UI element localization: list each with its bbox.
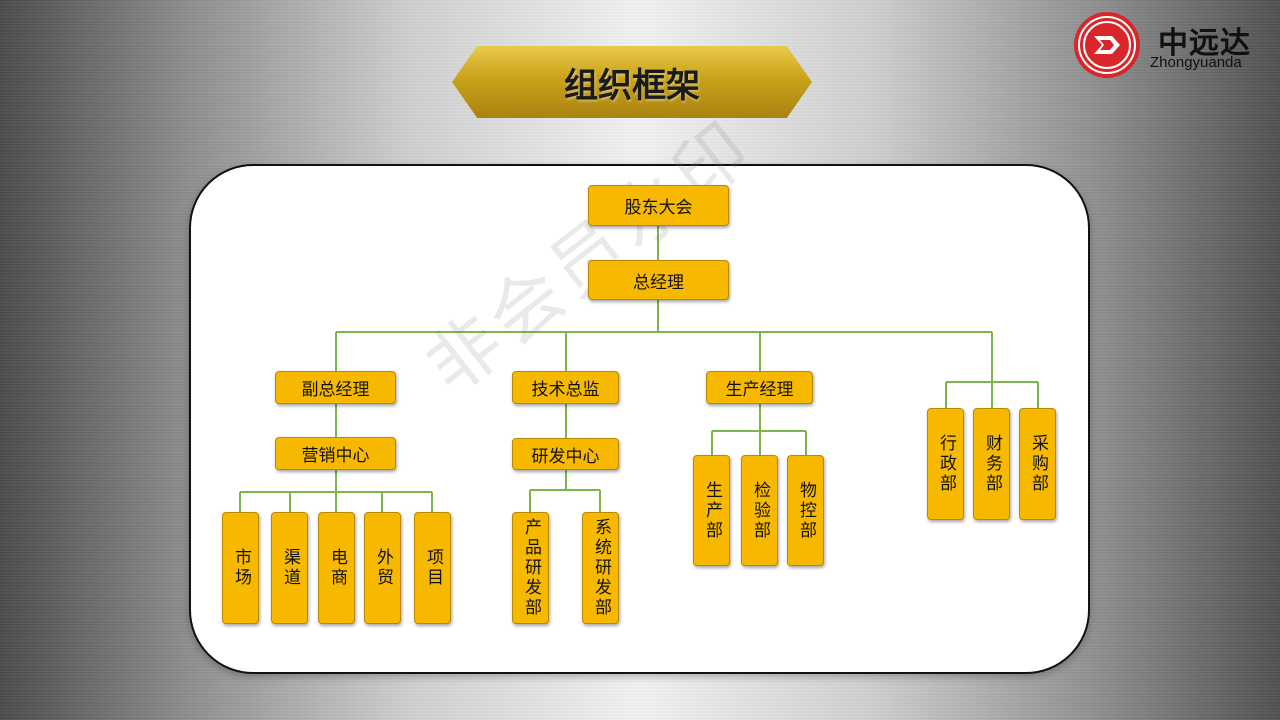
node-vice-general-manager: 副总经理 (275, 371, 396, 404)
node-rd-center: 研发中心 (512, 438, 619, 470)
node-dept-administration: 行政部 (927, 408, 964, 520)
node-dept-inspection: 检验部 (741, 455, 778, 566)
node-dept-material-control: 物控部 (787, 455, 824, 566)
node-general-manager: 总经理 (588, 260, 729, 300)
company-logo: 中远达 Zhongyuanda (1074, 10, 1274, 80)
node-production-manager: 生产经理 (706, 371, 813, 404)
node-dept-product-rd: 产品研发部 (512, 512, 549, 624)
node-dept-channel: 渠道 (271, 512, 308, 624)
slide-title: 组织框架 (564, 65, 700, 106)
node-dept-purchasing: 采购部 (1019, 408, 1056, 520)
node-marketing-center: 营销中心 (275, 437, 396, 470)
node-dept-ecommerce: 电商 (318, 512, 355, 624)
logo-mark-icon (1074, 12, 1140, 78)
node-dept-system-rd: 系统研发部 (582, 512, 619, 624)
node-technical-director: 技术总监 (512, 371, 619, 404)
node-dept-finance: 财务部 (973, 408, 1010, 520)
slide-title-banner: 组织框架 (452, 46, 812, 118)
node-dept-market: 市场 (222, 512, 259, 624)
logo-chinese-name: 中远达 (1158, 26, 1251, 61)
logo-english-name: Zhongyuanda (1150, 54, 1242, 71)
node-dept-production: 生产部 (693, 455, 730, 566)
node-shareholders: 股东大会 (588, 185, 729, 226)
node-dept-projects: 项目 (414, 512, 451, 624)
node-dept-foreign-trade: 外贸 (364, 512, 401, 624)
